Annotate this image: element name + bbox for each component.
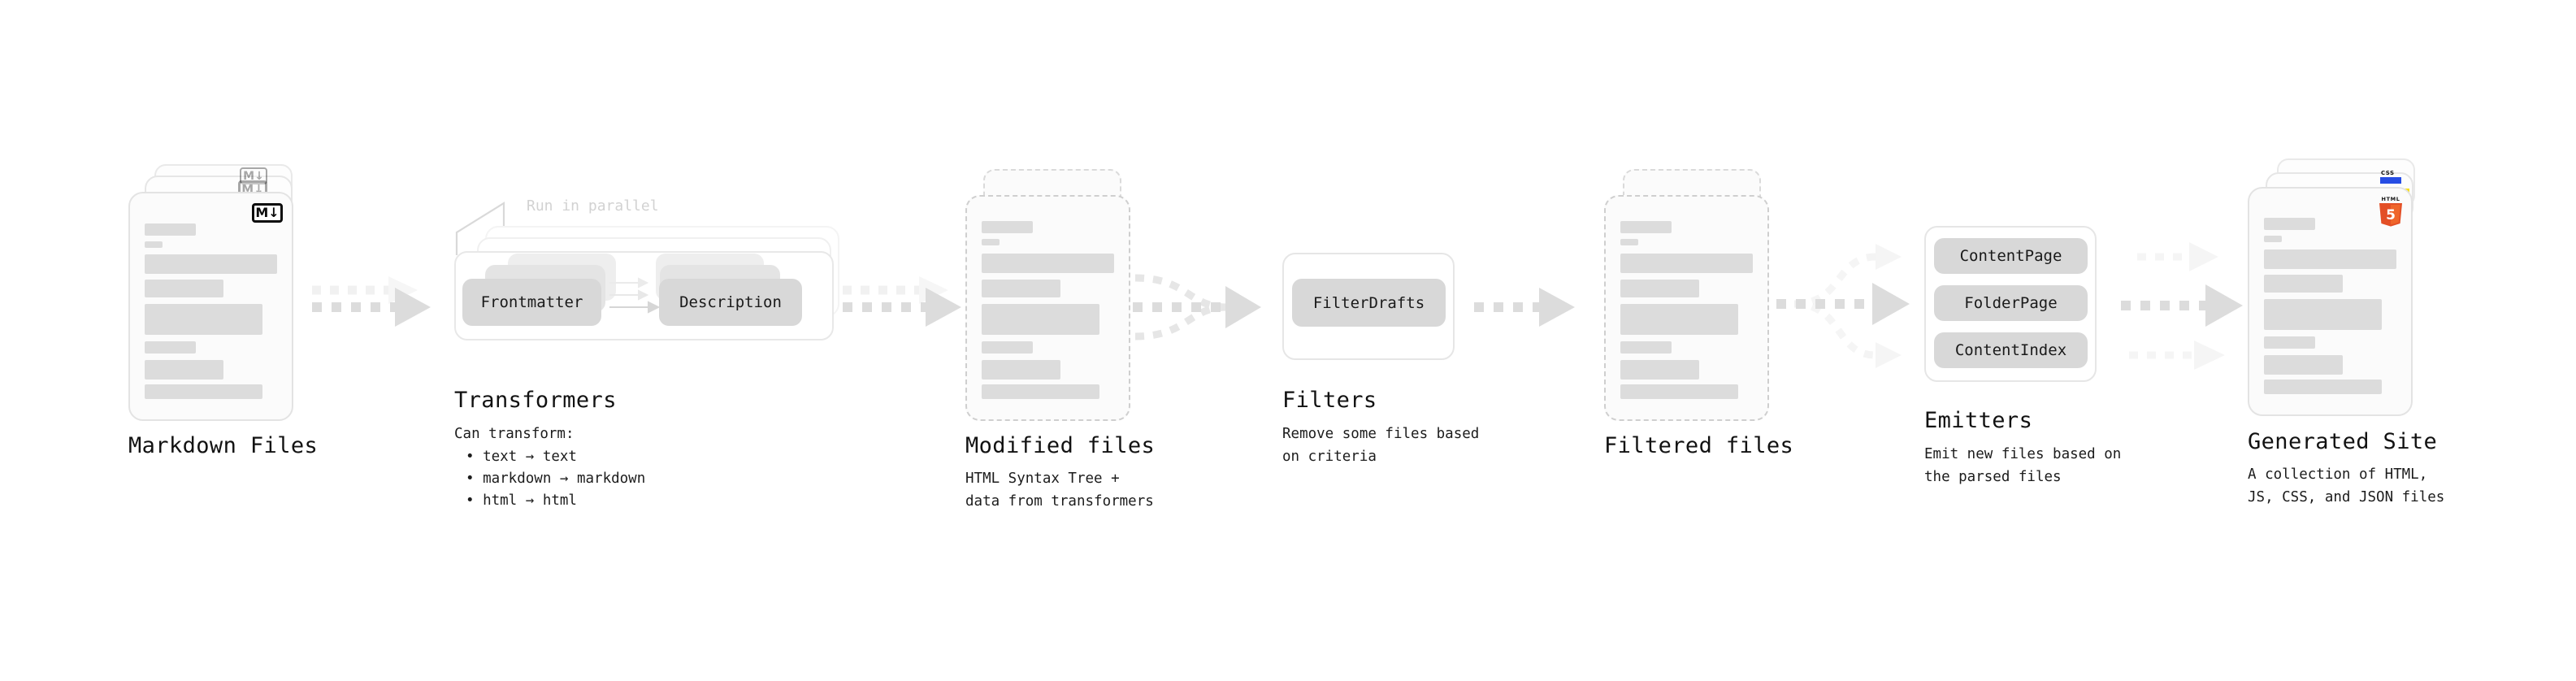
skeleton-bar bbox=[2264, 355, 2343, 375]
css3-wordmark: CSS bbox=[2381, 170, 2395, 176]
skeleton-bar bbox=[2264, 336, 2315, 349]
filters-description: Remove some files based on criteria bbox=[1282, 426, 1480, 466]
skeleton-bar bbox=[982, 221, 1033, 233]
skeleton-bar bbox=[2264, 218, 2315, 230]
svg-text:HTML: HTML bbox=[2382, 196, 2400, 202]
skeleton-bar bbox=[2264, 249, 2396, 269]
arrow-modified-files-to-filters bbox=[1131, 268, 1281, 345]
skeleton-bar bbox=[1620, 341, 1672, 354]
transformer-chip-frontmatter[interactable]: Frontmatter bbox=[462, 279, 601, 326]
page-title-filtered-files: Filtered files bbox=[1604, 433, 1794, 458]
transformers-description-bullet-3: • html → html bbox=[466, 492, 577, 509]
skeleton-bar bbox=[1620, 384, 1738, 399]
skeleton-bar bbox=[2264, 275, 2343, 293]
skeleton-bar bbox=[982, 304, 1099, 335]
skeleton-bar bbox=[2264, 299, 2382, 330]
skeleton-bar bbox=[2264, 236, 2282, 242]
transformer-chip-description[interactable]: Description bbox=[659, 279, 802, 326]
skeleton-bar bbox=[1620, 280, 1699, 297]
arrow-transformers-to-modified-files bbox=[841, 268, 971, 341]
skeleton-bar bbox=[145, 254, 277, 274]
run-in-parallel-label: Run in parallel bbox=[527, 197, 659, 215]
skeleton-bar bbox=[145, 341, 196, 354]
arrow-markdown-to-transformers bbox=[310, 268, 440, 341]
arrow-emitters-to-generated-site bbox=[2105, 229, 2267, 388]
arrow-filters-to-filtered-files bbox=[1472, 288, 1586, 336]
skeleton-bar bbox=[1620, 254, 1753, 273]
emitter-chip-contentindex[interactable]: ContentIndex bbox=[1934, 332, 2088, 368]
skeleton-bar bbox=[982, 360, 1060, 380]
markdown-icon-back: M↓ bbox=[240, 167, 267, 184]
css3-icon: CSS bbox=[2380, 170, 2401, 184]
skeleton-bar bbox=[982, 384, 1099, 399]
emitters-description: Emit new files based on the parsed files bbox=[1924, 446, 2122, 486]
skeleton-bar bbox=[982, 341, 1033, 354]
skeleton-bar bbox=[1620, 221, 1672, 233]
page-title-markdown-files: Markdown Files bbox=[128, 433, 319, 458]
arrow-filtered-files-to-emitters bbox=[1772, 229, 1930, 388]
run-in-parallel-bracket bbox=[455, 202, 505, 255]
page-title-filters: Filters bbox=[1282, 388, 1377, 413]
html5-icon: HTML 5 bbox=[2377, 195, 2405, 228]
page-title-transformers: Transformers bbox=[454, 388, 617, 413]
skeleton-bar bbox=[982, 239, 1000, 245]
page-title-emitters: Emitters bbox=[1924, 408, 2033, 433]
skeleton-bar bbox=[982, 254, 1114, 273]
skeleton-bar bbox=[1620, 360, 1699, 380]
transformers-description-head: Can transform: bbox=[454, 426, 575, 442]
emitter-chip-contentpage[interactable]: ContentPage bbox=[1934, 238, 2088, 274]
skeleton-bar bbox=[145, 223, 196, 236]
emitter-chip-folderpage[interactable]: FolderPage bbox=[1934, 285, 2088, 321]
generated-site-description: A collection of HTML, JS, CSS, and JSON … bbox=[2248, 466, 2445, 506]
page-title-modified-files: Modified files bbox=[965, 433, 1156, 458]
svg-text:5: 5 bbox=[2386, 207, 2396, 223]
modified-files-description: HTML Syntax Tree + data from transformer… bbox=[965, 471, 1154, 510]
skeleton-bar bbox=[145, 304, 262, 335]
skeleton-bar bbox=[1620, 304, 1738, 335]
skeleton-bar bbox=[2264, 380, 2382, 394]
transformers-description-bullet-2: • markdown → markdown bbox=[466, 471, 646, 487]
skeleton-bar bbox=[145, 280, 223, 297]
transformer-inner-arrows bbox=[609, 277, 661, 314]
skeleton-bar bbox=[145, 360, 223, 380]
page-title-generated-site: Generated Site bbox=[2248, 429, 2438, 454]
transformers-description-bullet-1: • text → text bbox=[466, 449, 577, 465]
skeleton-bar bbox=[145, 384, 262, 399]
skeleton-bar bbox=[145, 241, 163, 248]
skeleton-bar bbox=[1620, 239, 1638, 245]
markdown-icon: M↓ bbox=[252, 203, 283, 223]
filter-chip-filterdrafts[interactable]: FilterDrafts bbox=[1292, 279, 1446, 327]
skeleton-bar bbox=[982, 280, 1060, 297]
